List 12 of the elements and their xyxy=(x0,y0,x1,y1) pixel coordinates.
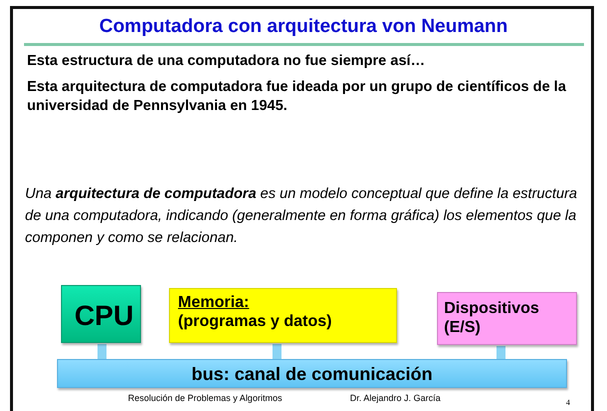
bus-bar: bus: canal de comunicación xyxy=(57,359,567,388)
bus-connector xyxy=(496,346,506,359)
slide-title: Computadora con arquitectura von Neumann xyxy=(98,16,509,38)
history-paragraph: Esta arquitectura de computadora fue ideada por un grupo de científicos de la universidad de Pennsylvania en 1945. xyxy=(27,78,568,116)
bus-connector xyxy=(98,344,106,359)
process-box: CPU xyxy=(61,285,141,343)
process-box: Memoria: (programas y datos) xyxy=(169,288,397,343)
bus-connector xyxy=(272,344,282,359)
definition-paragraph: Una arquitectura de computadora es un modelo conceptual que define la estructura de una computadora, indicando (generalmente en forma gráfica) los elementos que la componen y como se relacionan. xyxy=(25,185,578,248)
process-box: Dispositivos (E/S) xyxy=(437,292,577,345)
page-number: 4 xyxy=(566,398,570,407)
intro-text: Esta estructura de una computadora no fue siempre así… xyxy=(27,53,426,69)
